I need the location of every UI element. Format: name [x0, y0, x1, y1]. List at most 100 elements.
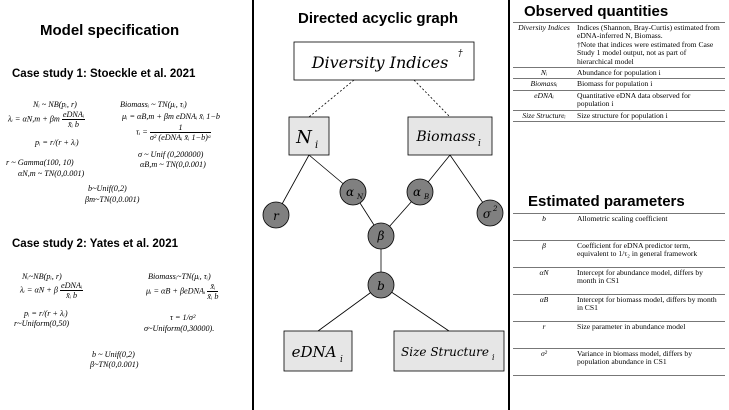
row-symbol: r [513, 321, 575, 349]
case1-b-prior: b~Unif(0,2) [88, 184, 127, 193]
row-symbol: Nᵢ [513, 67, 575, 80]
edge-b-size [380, 284, 450, 332]
node-r: r [262, 201, 290, 229]
row-symbol: eDNAᵢ [513, 89, 575, 111]
case1-beta-prior: βm~TN(0,0.001) [85, 195, 140, 204]
b-label: b [377, 279, 385, 293]
model-specification-panel: Model specification Case study 1: Stoeck… [0, 0, 252, 410]
node-alphaN: α N [339, 178, 367, 206]
row-symbol: Size Structureᵢ [513, 109, 575, 123]
N-subscript: i [315, 140, 318, 151]
alphaN-subscript: N [356, 193, 364, 201]
row-description-text: Biomass for population i [577, 79, 653, 89]
case2-lambda-num: eDNAᵢ [59, 281, 84, 291]
edge-diversity-biomass [413, 79, 451, 118]
row-note: †Note that indices were estimated from C… [577, 39, 714, 66]
case2-b-prior: b ~ Unif(0,2) [92, 350, 135, 359]
diversity-dagger: † [458, 49, 463, 59]
case1-lambda-den: x̄ᵢ b [67, 120, 80, 129]
case1-lambda-lhs: λᵢ = αN,m + βm [8, 114, 60, 124]
case1-mu-equation: μᵢ = αB,m + βm eDNAᵢ x̄ᵢ 1−b [122, 112, 220, 121]
case1-lambda-fraction: eDNAᵢ x̄ᵢ b [61, 110, 86, 129]
case2-mu-equation: μᵢ = αB + βeDNAᵢ x̄ᵢ x̄ᵢ b [146, 282, 219, 301]
edna-subscript: i [340, 355, 343, 365]
dag-title: Directed acyclic graph [298, 10, 459, 27]
row-description-text: Abundance for population i [577, 68, 661, 78]
row-symbol: b [513, 213, 575, 241]
row-description-text: Coefficient for eDNA predictor term, equ… [577, 241, 698, 259]
case1-tau-equation: τᵢ = 1 σ² (eDNAᵢ x̄ᵢ 1−b)ᵃ [136, 123, 212, 142]
case2-title: Case study 2: Yates et al. 2021 [12, 238, 178, 250]
case1-n-distribution: Nᵢ ~ NB(pᵢ, r) [33, 100, 77, 109]
row-description-text: Indices (Shannon, Bray-Curtis) estimated… [577, 23, 720, 41]
case1-tau-num: 1 [149, 123, 212, 133]
biomass-subscript: i [478, 139, 481, 149]
case1-tau-lhs: τᵢ = [136, 127, 148, 137]
sigma-label: σ [483, 207, 492, 221]
row-description: Coefficient for eDNA predictor term, equ… [575, 240, 725, 268]
case1-p-equation: pᵢ = r/(r + λᵢ) [35, 138, 79, 147]
node-alphaB: α B [406, 178, 434, 206]
N-label: N [295, 127, 313, 148]
case2-beta-prior: β~TN(0,0.001) [90, 360, 139, 369]
case2-p-equation: pᵢ = r/(r + λᵢ) [24, 309, 68, 318]
node-edna: eDNA i [283, 330, 353, 372]
size-structure-label: Size Structure [401, 345, 489, 359]
row-symbol: αN [513, 267, 575, 295]
observed-quantities-title: Observed quantities [524, 3, 669, 20]
case1-alphaB-prior: αB,m ~ TN(0,0.001) [140, 160, 206, 169]
case1-r-prior: r ~ Gamma(100, 10) [6, 158, 74, 167]
row-description-text: Quantitative eDNA data observed for popu… [577, 90, 691, 109]
node-b: b [367, 271, 395, 299]
row-description-text: Size structure for population i [577, 110, 668, 120]
biomass-label: Biomass [415, 129, 475, 145]
case1-biomass-distribution: Biomassᵢ ~ TN(μᵢ, τᵢ) [120, 100, 187, 109]
node-N: N i [288, 116, 330, 156]
case1-tau-den: σ² (eDNAᵢ x̄ᵢ 1−b)ᵃ [149, 133, 212, 142]
case2-r-prior: r~Uniform(0,50) [14, 319, 70, 328]
case2-n-distribution: Nᵢ~NB(pᵢ, r) [22, 272, 62, 281]
row-symbol: β [513, 240, 575, 268]
row-symbol: Biomassᵢ [513, 78, 575, 91]
case1-title: Case study 1: Stoeckle et al. 2021 [12, 68, 196, 80]
row-description: Intercept for biomass model, differs by … [575, 294, 725, 322]
alphaB-subscript: B [423, 193, 429, 201]
case2-biomass-distribution: Biomassᵢ~TN(μᵢ, τᵢ) [148, 272, 211, 281]
case2-mu-den: x̄ᵢ b [207, 292, 219, 301]
dag-panel: Directed acyclic graph Diversity Indices… [252, 0, 510, 410]
row-description-text: Allometric scaling coefficient [577, 214, 668, 223]
row-description-text: Size parameter in abundance model [577, 322, 686, 331]
row-description: Size parameter in abundance model [575, 321, 725, 349]
node-biomass: Biomass i [407, 116, 493, 156]
case2-lambda-equation: λᵢ = αN + β eDNAᵢ x̄ᵢ b [20, 281, 84, 300]
row-symbol: Diversity Indices [513, 21, 575, 69]
case1-lambda-equation: λᵢ = αN,m + βm eDNAᵢ x̄ᵢ b [8, 110, 86, 129]
row-description: Quantitative eDNA data observed for popu… [575, 89, 725, 111]
alphaN-label: α [346, 185, 354, 199]
edge-diversity-N [308, 79, 355, 118]
edna-label: eDNA [292, 343, 337, 361]
row-symbol: σ² [513, 348, 575, 376]
case2-sigma-prior: σ~Uniform(0,30000). [144, 324, 215, 333]
row-description: Size structure for population i [575, 109, 725, 123]
row-description: Intercept for abundance model, differs b… [575, 267, 725, 295]
row-description: Indices (Shannon, Bray-Curtis) estimated… [575, 21, 725, 69]
case1-lambda-num: eDNAᵢ [61, 110, 86, 120]
case2-tau-equation: τ = 1/σ² [170, 313, 196, 322]
diversity-label: Diversity Indices [311, 53, 449, 72]
case2-lambda-lhs: λᵢ = αN + β [20, 285, 58, 295]
row-symbol: αB [513, 294, 575, 322]
sigma-superscript: 2 [492, 205, 498, 213]
row-description-text: Intercept for biomass model, differs by … [577, 295, 717, 313]
